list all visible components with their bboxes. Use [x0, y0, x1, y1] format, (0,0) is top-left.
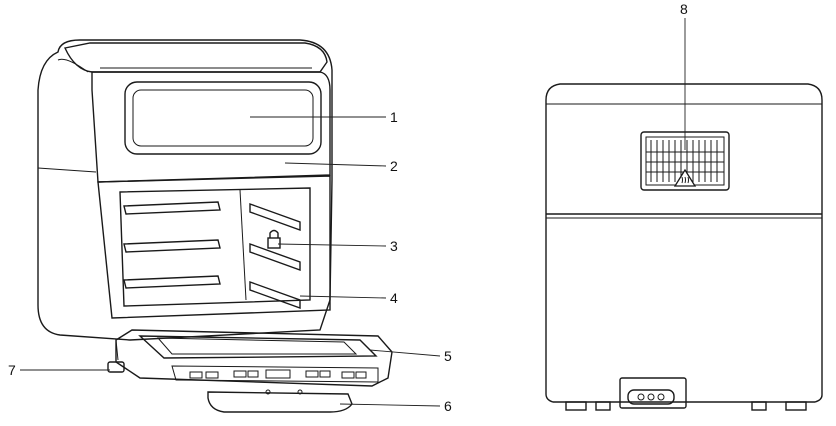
door-glass-inner [156, 337, 358, 355]
leader-lines [20, 18, 686, 407]
body-side-line [37, 167, 97, 173]
control-buttons [189, 369, 367, 395]
drip-tray [207, 391, 353, 413]
display-window-inner [132, 89, 314, 147]
control-panel [171, 365, 379, 383]
left-rack-rails [123, 201, 221, 289]
cavity-right-wall [239, 189, 247, 301]
door-hinge-left [115, 339, 119, 361]
callout-6: 6 [444, 398, 452, 414]
callout-8: 8 [680, 1, 688, 17]
right-rack-rails [249, 203, 301, 309]
callout-labels: 1 2 3 4 5 6 7 8 [8, 1, 688, 414]
callout-4: 4 [390, 290, 398, 306]
oven-door [115, 329, 393, 387]
callout-1: 1 [390, 109, 398, 125]
body-outline [37, 39, 333, 341]
display-window [124, 81, 322, 155]
hot-surface-warning-icon [673, 168, 697, 187]
lock-icon [267, 229, 281, 249]
body-edge-left [57, 58, 89, 73]
back-feet [565, 401, 807, 411]
vent-slots [646, 140, 724, 182]
back-vent-panel [640, 131, 730, 191]
lid-top [63, 42, 328, 73]
door-glass [138, 335, 378, 359]
back-body-outline [545, 83, 823, 403]
callout-5: 5 [444, 348, 452, 364]
callout-7: 7 [8, 362, 16, 378]
back-view [545, 83, 823, 411]
front-upper-face [91, 71, 331, 183]
power-socket [619, 377, 687, 409]
front-foot [107, 361, 125, 373]
callout-3: 3 [390, 238, 398, 254]
front-view [37, 39, 393, 413]
oven-cavity-back [119, 187, 311, 307]
oven-cavity-outer [97, 175, 331, 319]
callout-2: 2 [390, 158, 398, 174]
